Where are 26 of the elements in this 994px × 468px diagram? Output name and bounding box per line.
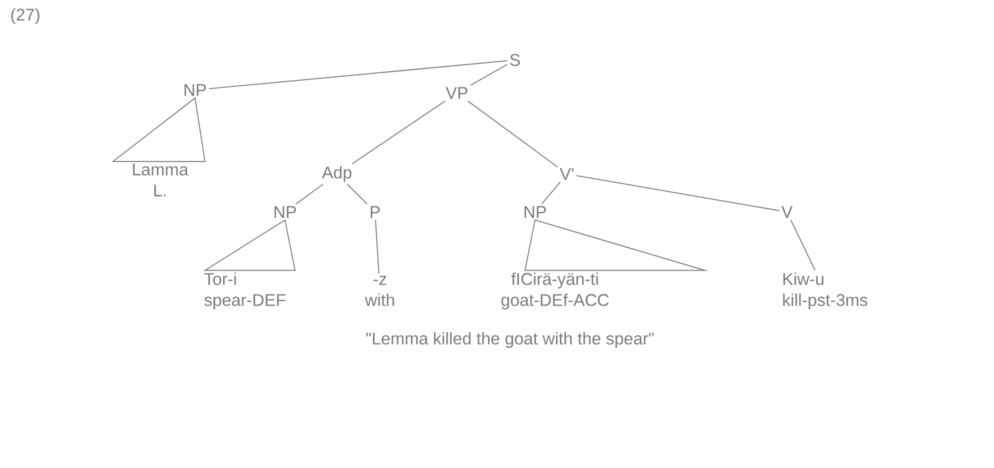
tree-branch xyxy=(296,184,324,204)
tree-branch xyxy=(467,100,558,168)
tree-branch xyxy=(346,184,368,205)
tree-leaf: Tor-i spear-DEF xyxy=(204,272,286,310)
tree-node-label: NP xyxy=(274,206,296,218)
tree-leaf: -z with xyxy=(364,276,394,306)
tree-node-label: V' xyxy=(560,168,574,180)
tree-node-label: NP xyxy=(524,206,546,218)
tree-node-label: P xyxy=(370,206,380,218)
tree-branch xyxy=(470,64,508,86)
caption: "Lemma killed the goat with the spear" xyxy=(366,332,654,348)
tree-branch xyxy=(352,100,446,164)
tree-branch xyxy=(375,220,380,274)
tree-node-label: V xyxy=(781,206,793,218)
tree-branch xyxy=(541,182,561,204)
tree-leaf: Kiw-u kill-pst-3ms xyxy=(783,272,868,310)
example-number: (27) xyxy=(11,8,40,24)
tree-node-label: NP xyxy=(184,84,206,96)
tree-node-label: Adp xyxy=(322,166,352,182)
tree-leaf: fICirä-yän-ti goat-DEf-ACC xyxy=(501,272,609,310)
tree-leaf: Lamma L. xyxy=(133,164,188,196)
tree-branch xyxy=(208,60,508,90)
tree-branch xyxy=(576,175,780,212)
tree-node-label: VP xyxy=(446,87,468,99)
tree-branch xyxy=(790,220,816,271)
tree-node-label: S xyxy=(510,54,520,66)
